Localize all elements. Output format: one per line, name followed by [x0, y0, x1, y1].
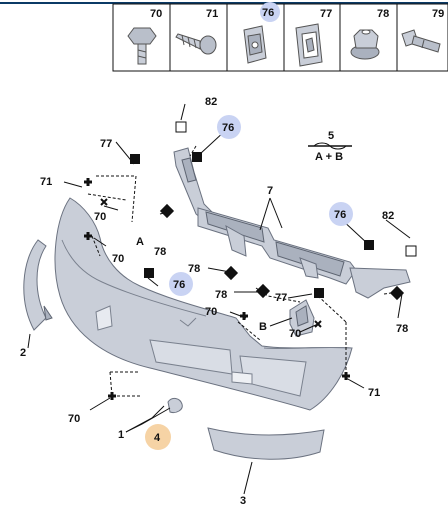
marker-square	[364, 240, 374, 250]
parts-table-cell-78[interactable]: 78	[350, 8, 389, 60]
plus-markers	[84, 178, 350, 400]
callout-82-right: 82	[382, 210, 394, 222]
parts-table-cell-71[interactable]: 71	[175, 8, 218, 55]
callout-1: 1	[118, 429, 124, 441]
callout-70-left-x: 70	[94, 211, 106, 223]
marker-square	[255, 283, 271, 299]
callout-5: 5	[328, 130, 334, 142]
marker-square	[130, 154, 140, 164]
callout-3: 3	[240, 495, 246, 507]
callout-76-mid: 76	[173, 279, 185, 291]
parts-table-cell-70[interactable]: 70	[127, 8, 162, 65]
callout-76-right: 76	[334, 209, 346, 221]
callout-4: 4	[154, 432, 161, 444]
callout-78-right: 78	[396, 323, 408, 335]
marker-square	[223, 265, 239, 281]
marker-x	[314, 320, 322, 328]
callout-5-formula: A + B	[315, 151, 343, 163]
marker-plus	[240, 312, 248, 320]
part-4-tow-cover	[167, 397, 183, 413]
bolt-icon	[127, 27, 157, 65]
highlight-76-right	[329, 202, 353, 226]
part-2-side-cap	[23, 239, 53, 331]
callout-70-mid: 70	[205, 306, 217, 318]
parts-table-cell-76[interactable]: 76	[243, 2, 280, 64]
marker-square	[192, 152, 202, 162]
callout-70-mid2: 70	[289, 328, 301, 340]
callout-82-top: 82	[205, 96, 217, 108]
marker-square-open	[405, 245, 417, 257]
screw-icon	[175, 33, 217, 55]
callout-71-right: 71	[368, 387, 380, 399]
marker-plus	[108, 392, 116, 400]
callout-70-bottom: 70	[68, 413, 80, 425]
part-ref-71: 71	[206, 8, 218, 20]
parts-table: 70 71 76	[0, 2, 448, 72]
cross-markers	[100, 198, 322, 328]
callout-78-b: 78	[215, 289, 227, 301]
callout-76-top: 76	[222, 122, 234, 134]
part-1-front-bumper	[54, 197, 353, 411]
marker-x	[100, 198, 108, 206]
callout-2: 2	[20, 347, 26, 359]
part-3-lower-strip	[207, 427, 325, 460]
marker-square-open	[175, 121, 187, 133]
part-ref-78: 78	[377, 8, 389, 20]
marker-square	[314, 288, 324, 298]
clip-nut-icon	[243, 25, 267, 64]
marker-plus	[84, 232, 92, 240]
callout-7: 7	[267, 185, 273, 197]
highlight-76-mid	[169, 272, 193, 296]
callout-78-a: 78	[154, 246, 166, 258]
part-ref-76: 76	[262, 7, 274, 19]
part-5b-lower-bracket	[289, 299, 315, 337]
part-7-reinforcement	[197, 207, 411, 299]
parts-table-cell-77[interactable]: 77	[295, 8, 332, 67]
marker-square	[389, 285, 405, 301]
push-rivet-icon	[401, 29, 441, 53]
callout-78-mid: 78	[188, 263, 200, 275]
square-markers	[130, 121, 417, 301]
callout-A: A	[136, 236, 144, 248]
marker-plus	[84, 178, 92, 186]
highlight-76-top	[217, 115, 241, 139]
parts-table-cell-79[interactable]: 79	[401, 8, 444, 53]
part-ref-77: 77	[320, 8, 332, 20]
callout-77-left: 77	[100, 138, 112, 150]
spring-clip-icon	[295, 23, 323, 67]
callout-77-mid: 77	[275, 292, 287, 304]
marker-plus	[342, 372, 350, 380]
callouts: 82 76 5 A + B 77 71 70 7 76 82 78 A 70 7…	[20, 96, 408, 507]
marker-square	[159, 203, 175, 219]
highlight-badge	[260, 2, 280, 22]
part-ref-70: 70	[150, 8, 162, 20]
callout-B: B	[259, 321, 267, 333]
part-ref-79: 79	[432, 8, 444, 20]
marker-square	[144, 268, 154, 278]
callout-71-left: 71	[40, 176, 52, 188]
callout-70-left-plus: 70	[112, 253, 124, 265]
highlight-4	[145, 424, 171, 450]
flange-nut-icon	[350, 29, 380, 60]
